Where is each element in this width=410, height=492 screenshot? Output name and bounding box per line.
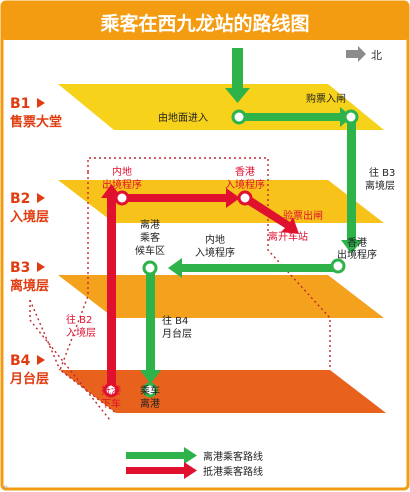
triangle-icon bbox=[37, 98, 45, 108]
green-arrow-b1-walk bbox=[240, 107, 352, 127]
green-arrow-to-b4 bbox=[140, 270, 161, 384]
floor-b1-slab bbox=[58, 84, 384, 130]
north-arrow-icon bbox=[346, 46, 366, 62]
diagram-title: 乘客在西九龙站的路线图 bbox=[99, 12, 309, 35]
label-hk-exit-line1: 香港 bbox=[347, 237, 367, 249]
red-arrow-b2-walk bbox=[122, 188, 240, 208]
label-waiting-line2: 乘客 bbox=[140, 231, 160, 244]
page-mark: n bbox=[4, 484, 8, 491]
triangle-icon bbox=[37, 262, 45, 272]
label-ticket-exit: 验票出闸 bbox=[283, 209, 323, 222]
title-banner bbox=[2, 2, 408, 40]
dotted-shaft-outline bbox=[29, 157, 331, 421]
node-ticket-gate bbox=[343, 109, 359, 125]
green-arrow-ground-entry bbox=[225, 48, 250, 103]
label-waiting-line1: 离港 bbox=[140, 218, 160, 231]
label-mainland-entry-line2: 入境程序 bbox=[195, 246, 235, 259]
label-arrive-line1: 抵港 bbox=[101, 384, 121, 397]
floor-label-b3: B3 离境层 bbox=[10, 260, 49, 294]
legend-arriving-label: 抵港乘客路线 bbox=[203, 465, 263, 478]
label-mainland-exit-line1: 内地 bbox=[112, 165, 132, 178]
north-label: 北 bbox=[371, 49, 382, 62]
departing-route bbox=[140, 48, 362, 384]
label-ticket-gate: 购票入闸 bbox=[306, 92, 346, 105]
arriving-route bbox=[101, 184, 299, 386]
floor-b3-slab bbox=[58, 275, 384, 318]
floor-code-b3: B3 bbox=[10, 260, 30, 276]
floor-name-b2: 入境层 bbox=[10, 209, 49, 225]
legend-departing-label: 离港乘客路线 bbox=[203, 450, 263, 463]
floor-name-b4: 月台层 bbox=[9, 371, 49, 387]
floor-label-b1: B1 售票大堂 bbox=[10, 96, 62, 130]
floor-code-b2: B2 bbox=[10, 191, 30, 207]
label-board-line1: 乘车 bbox=[140, 384, 160, 397]
label-to-b4-line1: 往 B4 bbox=[162, 314, 188, 327]
label-board-line2: 离港 bbox=[140, 397, 160, 410]
node-arrive bbox=[103, 382, 119, 398]
floor-label-b2: B2 入境层 bbox=[10, 191, 49, 225]
legend-red-arrow bbox=[126, 462, 197, 479]
node-board bbox=[142, 382, 158, 398]
node-hk-exit bbox=[330, 258, 346, 274]
label-waiting-line3: 候车区 bbox=[135, 244, 165, 257]
green-arrow-b3-walk bbox=[168, 258, 340, 278]
floor-code-b1: B1 bbox=[10, 96, 30, 112]
node-ground-entry bbox=[231, 109, 247, 125]
label-arrive-line2: 下车 bbox=[101, 397, 121, 410]
triangle-icon bbox=[37, 193, 45, 203]
floor-name-b1: 售票大堂 bbox=[10, 114, 62, 130]
label-to-b3-line2: 离境层 bbox=[365, 179, 395, 192]
label-hk-entry-line2: 入境程序 bbox=[225, 178, 265, 191]
floor-code-b4: B4 bbox=[10, 353, 31, 369]
label-mainland-entry-line1: 内地 bbox=[205, 233, 225, 246]
legend-green-arrow bbox=[126, 447, 197, 464]
legend: 离港乘客路线 抵港乘客路线 bbox=[126, 447, 263, 479]
label-hk-exit-line2: 出境程序 bbox=[337, 248, 377, 261]
label-ground-entry: 由地面进入 bbox=[158, 111, 208, 124]
label-to-b2-line2: 入境层 bbox=[66, 326, 96, 339]
floor-name-b3: 离境层 bbox=[10, 278, 49, 294]
node-waiting-area bbox=[142, 260, 158, 276]
floor-b4-slab bbox=[60, 370, 386, 413]
route-nodes bbox=[103, 109, 359, 398]
triangle-icon bbox=[37, 355, 45, 365]
label-to-b4-line2: 月台层 bbox=[162, 327, 192, 340]
floor-label-b4: B4 月台层 bbox=[9, 353, 49, 387]
node-mainland-exit bbox=[114, 190, 130, 206]
label-leave-station: 离开车站 bbox=[268, 230, 308, 243]
label-mainland-exit-line2: 出境程序 bbox=[102, 178, 142, 191]
label-hk-entry-line1: 香港 bbox=[235, 166, 255, 178]
node-hk-entry bbox=[237, 190, 253, 206]
north-indicator: 北 bbox=[346, 46, 382, 62]
red-arrow-to-exit bbox=[245, 196, 299, 234]
label-to-b2-line1: 往 B2 bbox=[66, 313, 92, 326]
label-to-b3-line1: 往 B3 bbox=[369, 166, 395, 179]
red-arrow-to-b2 bbox=[101, 184, 122, 386]
green-arrow-to-b3 bbox=[341, 120, 362, 254]
